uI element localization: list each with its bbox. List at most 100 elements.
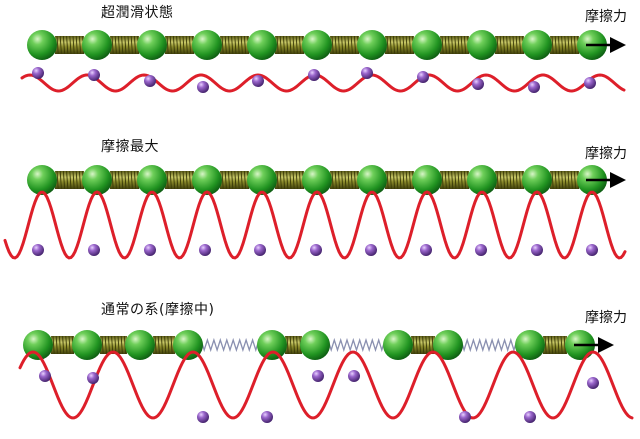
- spring-coil: [227, 35, 231, 55]
- spring-coil: [502, 170, 506, 190]
- spring-coil: [573, 35, 577, 55]
- substrate-atom: [312, 370, 324, 382]
- spring-coil: [130, 35, 133, 55]
- spring: [51, 335, 74, 355]
- spring-coil: [389, 170, 392, 190]
- spring-coil: [405, 35, 408, 55]
- spring-coil: [573, 170, 577, 190]
- spring-coil: [166, 170, 169, 190]
- spring-coil: [56, 35, 59, 55]
- spring-coil: [463, 35, 467, 55]
- spring-coil: [392, 35, 396, 55]
- spring-coil: [224, 35, 227, 55]
- spring-coil: [179, 35, 182, 55]
- spring-coil: [166, 35, 169, 55]
- spring-coil: [169, 170, 172, 190]
- spring-coil: [117, 35, 121, 55]
- spring-coil: [557, 170, 561, 190]
- spring-coil: [154, 335, 157, 355]
- ball: [467, 30, 497, 60]
- spring-coil: [454, 170, 457, 190]
- spring: [330, 170, 360, 190]
- spring-coil: [334, 35, 337, 55]
- spring-coil: [454, 35, 457, 55]
- spring-coil: [350, 35, 353, 55]
- spring-coil: [66, 170, 69, 190]
- spring-coil: [295, 35, 298, 55]
- spring-coil: [292, 35, 295, 55]
- spring-coil: [337, 35, 341, 55]
- spring-coil: [570, 35, 573, 55]
- spring: [100, 335, 127, 355]
- spring: [275, 170, 305, 190]
- spring: [385, 35, 415, 55]
- spring-coil: [117, 170, 121, 190]
- spring-coil: [243, 35, 247, 55]
- spring-coil: [237, 170, 240, 190]
- spring-coil: [185, 170, 188, 190]
- spring-coil: [127, 170, 130, 190]
- panel-title-max-friction: 摩擦最大: [101, 139, 159, 155]
- substrate-atom: [417, 71, 429, 83]
- substrate-atom: [528, 81, 540, 93]
- spring-coil: [240, 35, 243, 55]
- ball: [247, 30, 277, 60]
- potential-curves-layer: [3, 73, 634, 420]
- spring-coil: [172, 35, 176, 55]
- ball: [357, 165, 387, 195]
- spring-coil: [550, 335, 554, 355]
- spring-coil: [396, 35, 399, 55]
- spring-coil: [512, 35, 515, 55]
- substrate-atom: [88, 244, 100, 256]
- spring-coil: [496, 170, 499, 190]
- spring-coil: [52, 335, 55, 355]
- spring-coil: [560, 335, 563, 355]
- ball: [192, 165, 222, 195]
- substrate-atom: [32, 67, 44, 79]
- spring-coil: [282, 35, 286, 55]
- spring-coil: [347, 170, 350, 190]
- spring: [550, 35, 580, 55]
- spring-coil: [160, 335, 164, 355]
- spring-coil: [441, 35, 444, 55]
- spring-coil: [441, 170, 444, 190]
- spring-coil: [127, 35, 130, 55]
- spring-coil: [182, 170, 185, 190]
- spring: [165, 35, 195, 55]
- substrate-atom: [459, 411, 471, 423]
- spring-coil: [341, 35, 344, 55]
- spring-coil: [344, 35, 347, 55]
- spring-coil: [460, 337, 518, 353]
- arrows-layer: [574, 37, 626, 353]
- substrate-atom: [144, 244, 156, 256]
- substrate-atom: [87, 372, 99, 384]
- spring-coil: [386, 35, 389, 55]
- potential-curve: [3, 190, 627, 260]
- spring-coil: [451, 35, 454, 55]
- substrate-atom: [348, 370, 360, 382]
- spring-coil: [353, 170, 357, 190]
- spring-coil: [347, 35, 350, 55]
- spring-coil: [114, 335, 117, 355]
- spring-coil: [221, 170, 224, 190]
- spring-coil: [515, 35, 518, 55]
- substrate-atom: [199, 244, 211, 256]
- spring-coil: [240, 170, 243, 190]
- ball: [357, 30, 387, 60]
- ball: [522, 165, 552, 195]
- spring-coil: [221, 35, 224, 55]
- spring-coil: [167, 335, 170, 355]
- atoms-layer: [32, 67, 599, 423]
- spring-coil: [65, 335, 68, 355]
- spring-coil: [130, 170, 133, 190]
- spring: [110, 170, 140, 190]
- spring-coil: [62, 335, 65, 355]
- spring-coil: [188, 35, 192, 55]
- spring: [385, 170, 415, 190]
- spring-coil: [412, 335, 415, 355]
- spring-coil: [133, 35, 137, 55]
- substrate-atom: [531, 244, 543, 256]
- ball: [27, 30, 57, 60]
- ball: [82, 30, 112, 60]
